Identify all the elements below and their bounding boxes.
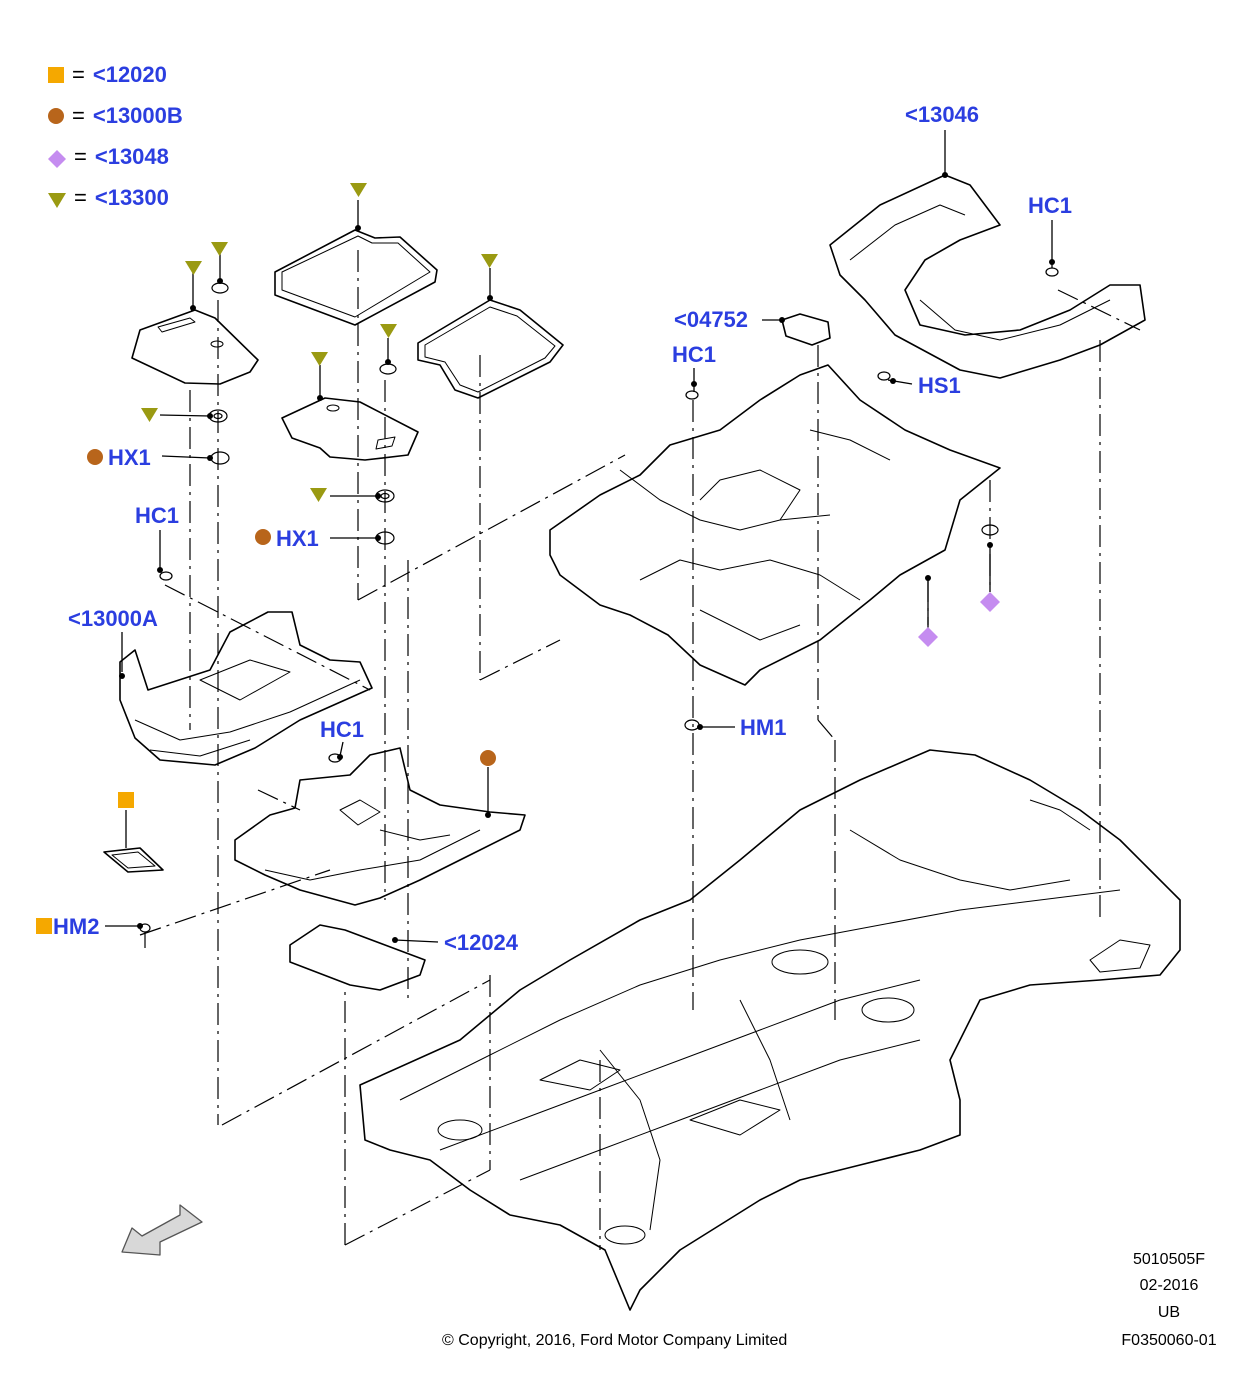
callout-13046: <13046 bbox=[905, 102, 980, 127]
legend-code: <13300 bbox=[94, 185, 169, 210]
diamond-markers bbox=[918, 592, 1000, 647]
callout-hc1-rear: HC1 bbox=[1028, 193, 1073, 218]
legend-code: <13048 bbox=[94, 144, 169, 169]
square-markers bbox=[36, 792, 134, 934]
front-floor-mat-12024 bbox=[289, 924, 426, 991]
circle-icon bbox=[48, 108, 64, 124]
luggage-compartment-liner bbox=[829, 174, 1146, 379]
callout-hm2: HM2 bbox=[53, 914, 100, 939]
legend-row-13300: = <13300 bbox=[48, 183, 169, 213]
front-direction-arrow bbox=[121, 1204, 203, 1256]
diagram-symbols bbox=[36, 183, 1000, 934]
figure-number: F0350060-01 bbox=[1121, 1332, 1217, 1349]
fastener-clips bbox=[139, 267, 1059, 948]
callout-hc1-front: HC1 bbox=[320, 717, 365, 742]
callout-13000a: <13000A bbox=[68, 606, 158, 631]
guide-lines bbox=[139, 250, 1141, 1250]
legend-row-13000b: = <13000B bbox=[48, 101, 183, 131]
scuff-plate bbox=[103, 847, 164, 873]
callout-hs1: HS1 bbox=[918, 373, 961, 398]
legend-equals: = bbox=[72, 103, 85, 128]
drawing-date: 02-2016 bbox=[1139, 1277, 1199, 1294]
circle-markers bbox=[87, 449, 496, 766]
callout-hx1-mid: HX1 bbox=[276, 526, 319, 551]
rear-right-floor-mat bbox=[281, 397, 419, 461]
legend-equals: = bbox=[74, 144, 87, 169]
callout-04752: <04752 bbox=[674, 307, 749, 332]
legend-code: <12020 bbox=[92, 62, 167, 87]
legend-code: <13000B bbox=[92, 103, 183, 128]
callout-hc1-center: HC1 bbox=[672, 342, 717, 367]
triangle-markers bbox=[141, 183, 498, 502]
legend-equals: = bbox=[74, 185, 87, 210]
square-icon bbox=[48, 67, 64, 83]
callout-hc1-left: HC1 bbox=[135, 503, 180, 528]
carpet-flap bbox=[781, 313, 831, 346]
callout-12024: <12024 bbox=[444, 930, 519, 955]
copyright-text: © Copyright, 2016, Ford Motor Company Li… bbox=[442, 1332, 788, 1349]
rear-floor-insulator bbox=[119, 611, 373, 766]
drawing-region: UB bbox=[1157, 1304, 1181, 1321]
front-left-floor-mat bbox=[274, 229, 438, 326]
rear-left-floor-mat bbox=[131, 309, 259, 385]
front-floor-insulator bbox=[234, 747, 526, 906]
leader-dots bbox=[119, 172, 1055, 943]
callout-hm1: HM1 bbox=[740, 715, 787, 740]
front-right-floor-mat bbox=[417, 299, 564, 399]
callout-hx1-left: HX1 bbox=[108, 445, 151, 470]
vehicle-underbody bbox=[359, 749, 1181, 1311]
main-floor-carpet bbox=[549, 364, 1001, 686]
legend-row-12020: = <12020 bbox=[48, 60, 167, 90]
legend-equals: = bbox=[72, 62, 85, 87]
legend-row-13048: = <13048 bbox=[48, 142, 169, 172]
drawing-code: 5010505F bbox=[1132, 1251, 1206, 1268]
triangle-icon bbox=[48, 189, 66, 208]
diamond-icon bbox=[48, 148, 66, 168]
leader-lines bbox=[105, 130, 1053, 943]
